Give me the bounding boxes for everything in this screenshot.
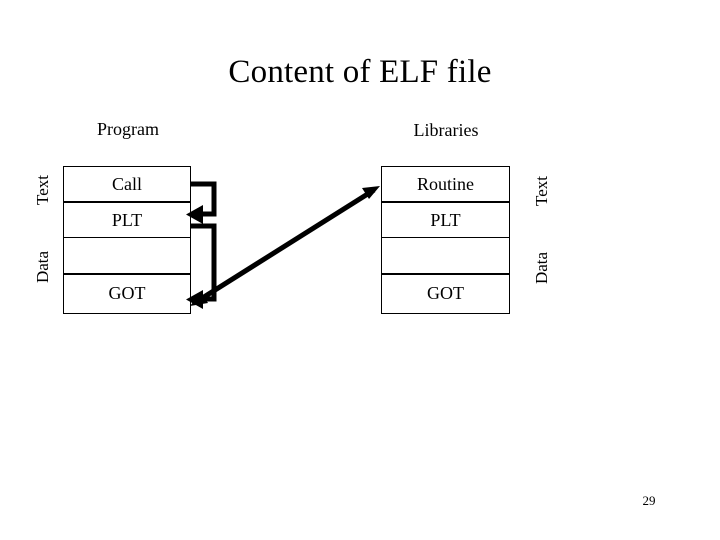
column-caption-libraries: Libraries <box>413 120 479 140</box>
table-row: PLT <box>382 203 509 238</box>
program-segment-label-data: Data <box>33 250 52 284</box>
page-title: Content of ELF file <box>228 54 492 90</box>
table-row <box>64 238 190 275</box>
libraries-segment-label-data: Data <box>532 251 551 285</box>
got-to-routine-diagonal-arrow <box>190 186 380 306</box>
column-caption-program: Program <box>97 119 159 139</box>
table-row <box>382 238 509 275</box>
table-row: GOT <box>427 283 464 303</box>
table-row: Routine <box>382 167 509 203</box>
program-memory-table: Call PLT GOT <box>63 166 191 314</box>
page-number: 29 <box>642 493 656 508</box>
table-row: PLT <box>64 203 190 238</box>
libraries-memory-table: Routine PLT GOT <box>381 166 510 314</box>
table-row: GOT <box>108 283 146 303</box>
table-row: Call <box>64 167 190 203</box>
